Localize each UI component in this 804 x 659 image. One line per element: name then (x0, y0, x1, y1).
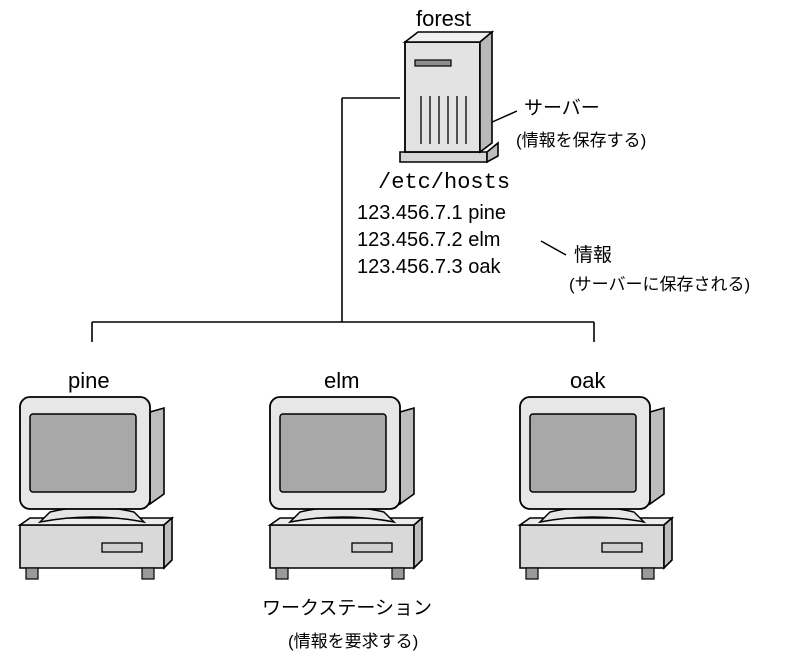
server-icon (399, 30, 499, 164)
workstation-elm-icon (269, 396, 423, 580)
server-leader-line (489, 110, 518, 124)
server-role-label: サーバー (524, 98, 600, 119)
server-name: forest (416, 6, 472, 31)
hosts-file-path: /etc/hosts (378, 170, 511, 195)
workstation-role-note: (情報を要求する) (288, 632, 419, 651)
hosts-entry: 123.456.7.3 oak (357, 256, 501, 278)
info-label: 情報 (574, 245, 613, 266)
workstation-role-label: ワークステーション (262, 598, 433, 619)
workstation-pine-icon (19, 396, 173, 580)
info-leader-line (540, 240, 567, 256)
server-role-note: (情報を保存する) (516, 131, 647, 150)
info-note: (サーバーに保存される) (569, 275, 751, 294)
workstation-name-oak: oak (570, 368, 606, 393)
hosts-entry: 123.456.7.1 pine (357, 202, 507, 224)
hosts-entry: 123.456.7.2 elm (357, 229, 501, 251)
workstation-oak-icon (519, 396, 673, 580)
workstation-name-elm: elm (324, 368, 360, 393)
workstation-name-pine: pine (68, 368, 110, 393)
